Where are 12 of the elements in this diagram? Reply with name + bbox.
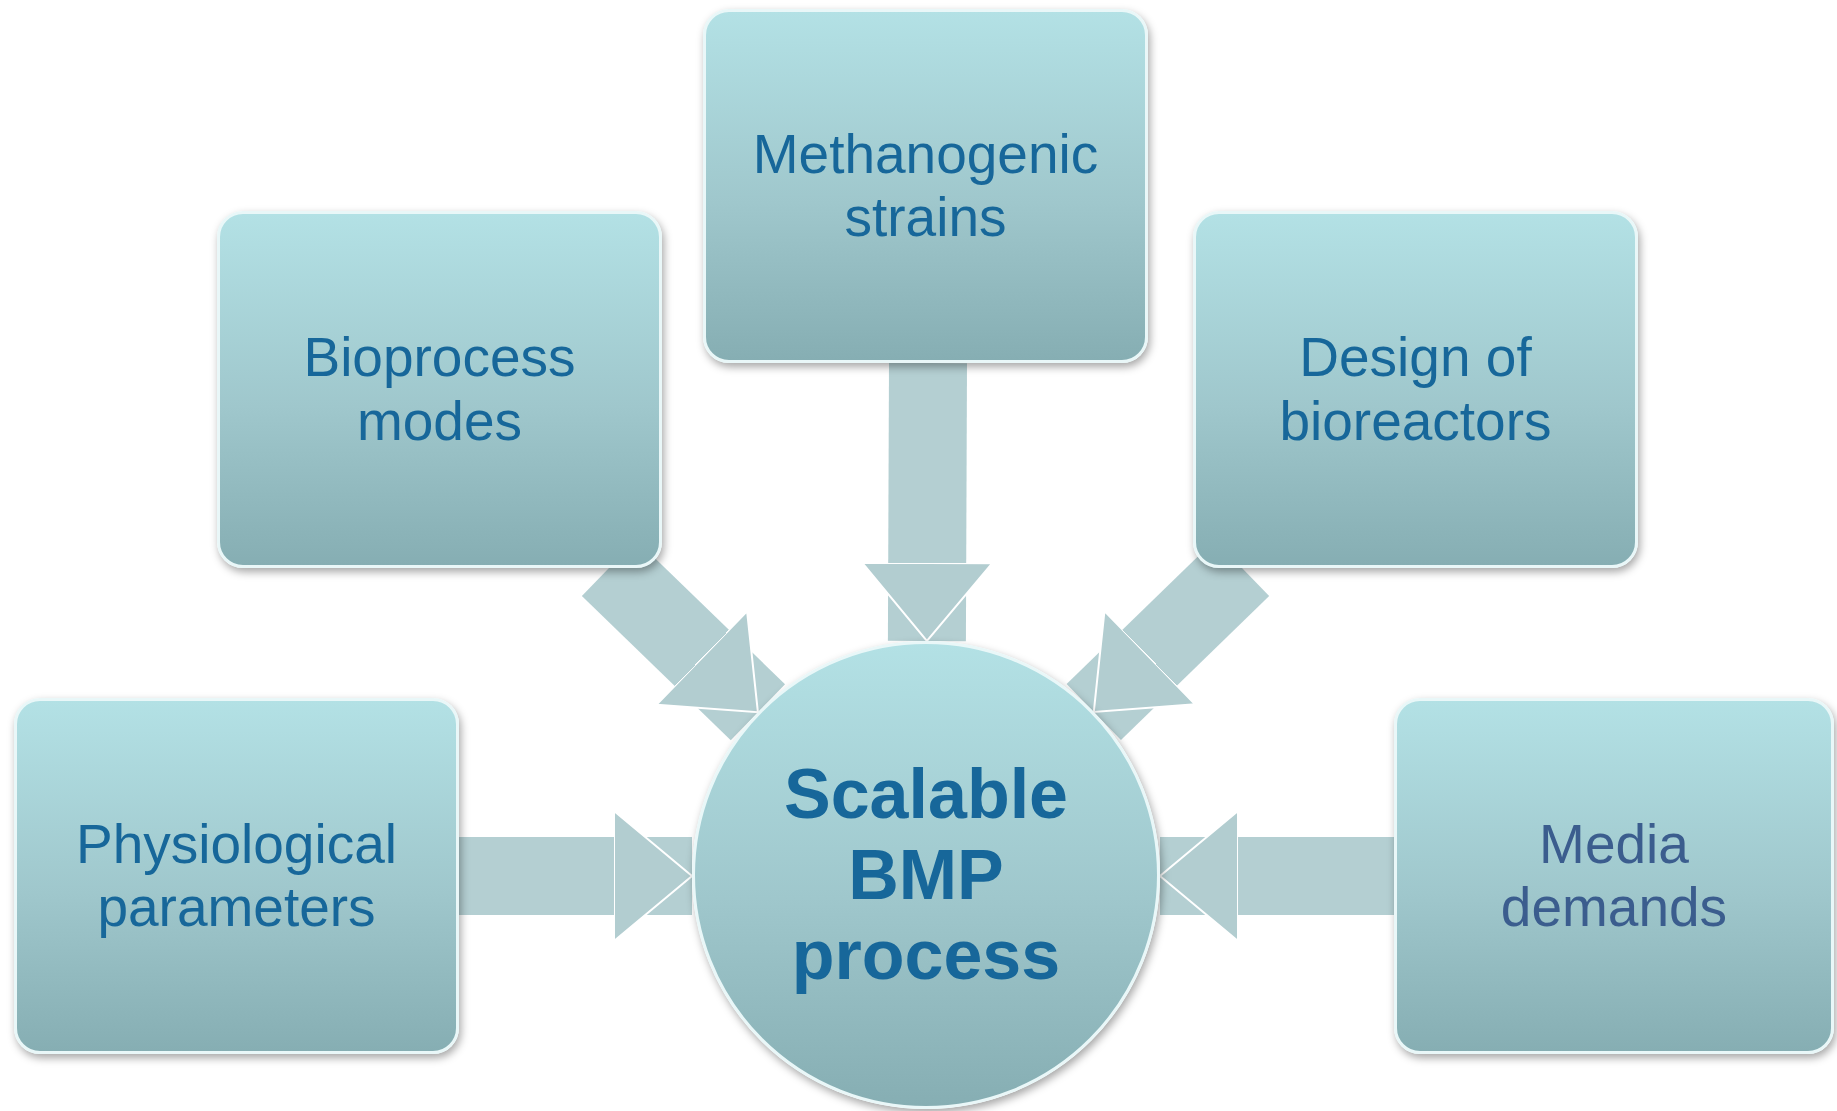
box-label: Methanogenic strains [751, 122, 1100, 250]
factor-box [703, 9, 1148, 363]
factor-box [1193, 211, 1638, 568]
factor-box [14, 698, 459, 1054]
center-label: Scalable BMP process [782, 754, 1070, 996]
box-label: Design of bioreactors [1278, 326, 1553, 453]
box-label: Media demands [1499, 812, 1729, 940]
factor-box [1394, 698, 1834, 1054]
box-label: Physiological parameters [75, 812, 398, 940]
box-label: Bioprocess modes [302, 326, 577, 453]
factor-box [217, 211, 662, 568]
block-arrow [459, 810, 693, 942]
